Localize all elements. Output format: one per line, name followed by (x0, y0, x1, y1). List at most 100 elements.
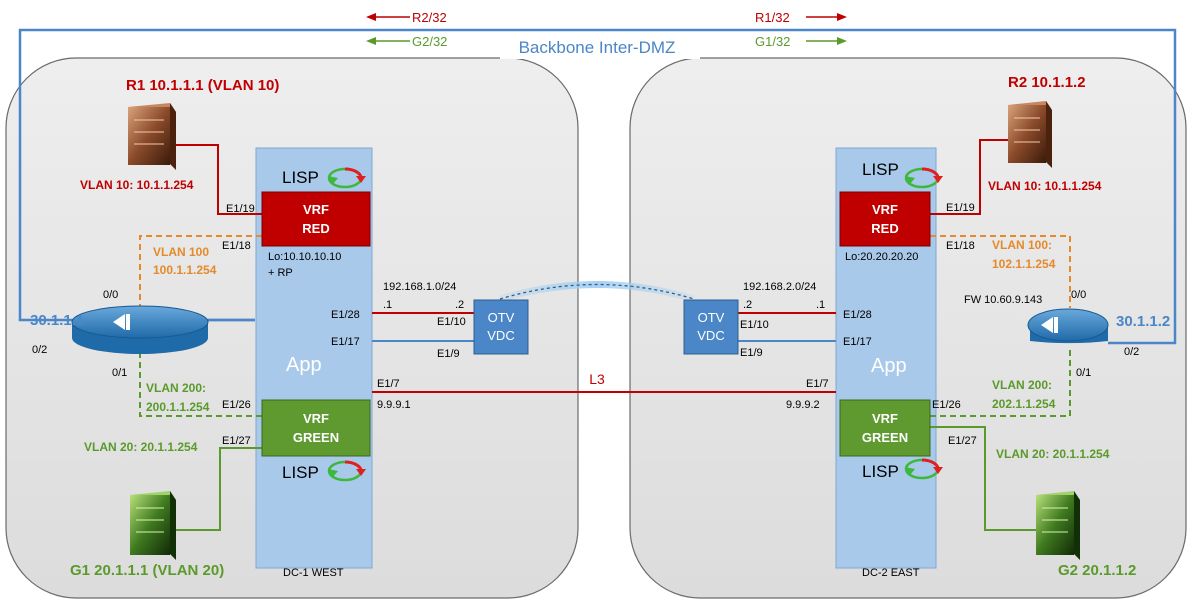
r2-server-icon (1008, 101, 1052, 168)
west-e1-26-label: E1/26 (222, 399, 251, 411)
east-vlan200-link (930, 350, 1071, 417)
west-vrf-red-label-1: VRF (303, 202, 329, 217)
dc-east-label: DC-2 EAST (862, 567, 920, 579)
west-subnet-label: 192.168.1.0/24 (383, 281, 456, 293)
east-vlan200-label-1: VLAN 200: (992, 378, 1052, 392)
east-l3-ip-label: 9.9.9.2 (786, 399, 820, 411)
east-lisp-bottom-cycle-icon (904, 458, 943, 480)
west-e1-27-label: E1/27 (222, 435, 251, 447)
east-fw-port-02: 0/2 (1124, 346, 1139, 358)
west-fw-port-00: 0/0 (103, 289, 118, 301)
west-otv-e1-9-label: E1/9 (437, 348, 460, 360)
west-e1-28-label: E1/28 (331, 309, 360, 321)
east-loopback-label: Lo:20.20.20.20 (845, 251, 918, 263)
east-fw-ip-label: 30.1.1.2 (1116, 313, 1170, 330)
east-vlan200-label-2: 202.1.1.254 (992, 397, 1056, 411)
west-e1-7-label: E1/7 (377, 378, 400, 390)
east-vrf-red (839, 191, 931, 247)
west-lisp-top-cycle-icon (327, 167, 366, 189)
east-subnet-label: 192.168.2.0/24 (743, 281, 816, 293)
west-lisp-bottom-cycle-icon (327, 460, 366, 482)
east-e1-26-label: E1/26 (932, 399, 961, 411)
east-e1-27-label: E1/27 (948, 435, 977, 447)
g1-route-label: G1/32 (755, 34, 790, 49)
west-vrf-green-label-2: GREEN (293, 430, 339, 445)
east-vlan100-link (930, 235, 1071, 308)
r2-arrowhead-icon (366, 13, 376, 21)
dc-west-label: DC-1 WEST (283, 567, 344, 579)
east-vlan20-label: VLAN 20: 20.1.1.254 (996, 447, 1110, 461)
west-vlan20-label: VLAN 20: 20.1.1.254 (84, 440, 198, 454)
east-vlan100-label-2: 102.1.1.254 (992, 257, 1056, 271)
west-vrf-red (261, 191, 371, 247)
west-vlan100-label-2: 100.1.1.254 (153, 263, 217, 277)
west-l3-ip-label: 9.9.9.1 (377, 399, 411, 411)
r1-server-label: R1 10.1.1.1 (VLAN 10) (126, 77, 279, 94)
east-e1-18-label: E1/18 (946, 240, 975, 252)
west-vlan100-label-1: VLAN 100 (153, 245, 209, 259)
backbone-link (18, 28, 1177, 345)
otv-overlay-link (499, 283, 695, 300)
west-vrf-green (261, 399, 371, 457)
g2-server-label: G2 20.1.1.2 (1058, 562, 1136, 579)
east-otv-vdc (683, 299, 739, 355)
east-app-label: App (871, 355, 907, 377)
r1-server-icon (128, 103, 176, 170)
west-lisp-bottom-label: LISP (282, 463, 319, 482)
east-lisp-bottom-label: LISP (862, 462, 899, 481)
east-vlan100-label-1: VLAN 100: (992, 238, 1052, 252)
west-dot2-label: .2 (455, 299, 464, 311)
east-e1-28-label: E1/28 (843, 309, 872, 321)
g1-server-label: G1 20.1.1.1 (VLAN 20) (70, 562, 224, 579)
west-vrf-green-label-1: VRF (303, 411, 329, 426)
east-vrf-red-label-1: VRF (872, 202, 898, 217)
west-e1-18-label: E1/18 (222, 240, 251, 252)
west-fw-port-01: 0/1 (112, 367, 127, 379)
east-vrf-green (839, 399, 931, 457)
g1-server-icon (130, 491, 176, 560)
east-dot1-label: .1 (816, 299, 825, 311)
west-lisp-top-label: LISP (282, 168, 319, 187)
east-lisp-top-label: LISP (862, 160, 899, 179)
east-vrf-red-label-2: RED (871, 221, 898, 236)
west-vlan10-label: VLAN 10: 10.1.1.254 (80, 178, 194, 192)
west-e1-19-label: E1/19 (226, 203, 255, 215)
west-app-label: App (286, 354, 322, 376)
east-fw-port-01: 0/1 (1076, 367, 1091, 379)
g2-route-label: G2/32 (412, 34, 447, 49)
west-vlan200-link (139, 342, 262, 417)
east-otv-e1-10-label: E1/10 (740, 319, 769, 331)
east-g2-link (930, 426, 1036, 531)
west-otv-label-2: VDC (487, 328, 514, 343)
g2-server-icon (1036, 491, 1080, 560)
east-lisp-top-cycle-icon (904, 167, 943, 189)
r2-server-label: R2 10.1.1.2 (1008, 74, 1086, 91)
east-vrf-green-label-1: VRF (872, 411, 898, 426)
west-g1-link (176, 447, 262, 531)
r1-route-label: R1/32 (755, 10, 790, 25)
east-dot2-label: .2 (743, 299, 752, 311)
east-vlan10-label: VLAN 10: 10.1.1.254 (988, 179, 1102, 193)
east-otv-label-2: VDC (697, 328, 724, 343)
west-e1-17-label: E1/17 (331, 336, 360, 348)
west-otv-label-1: OTV (488, 310, 515, 325)
west-otv-e1-10-label: E1/10 (437, 316, 466, 328)
east-e1-17-label: E1/17 (843, 336, 872, 348)
west-fw-ip-label: 30.1.1.1 (30, 312, 84, 329)
east-otv-e1-9-label: E1/9 (740, 347, 763, 359)
r2-route-label: R2/32 (412, 10, 447, 25)
west-dot1-label: .1 (383, 299, 392, 311)
west-fw-port-02: 0/2 (32, 344, 47, 356)
east-e1-19-label: E1/19 (946, 202, 975, 214)
east-fw-port-00: 0/0 (1071, 289, 1086, 301)
east-otv-label-1: OTV (698, 310, 725, 325)
g1-arrowhead-icon (837, 37, 847, 45)
west-vrf-red-label-2: RED (302, 221, 329, 236)
east-vrf-green-label-2: GREEN (862, 430, 908, 445)
east-e1-7-label: E1/7 (806, 378, 829, 390)
west-r1-link (172, 144, 262, 215)
east-r2-link (930, 139, 1008, 215)
east-firewall-icon (1027, 308, 1109, 344)
